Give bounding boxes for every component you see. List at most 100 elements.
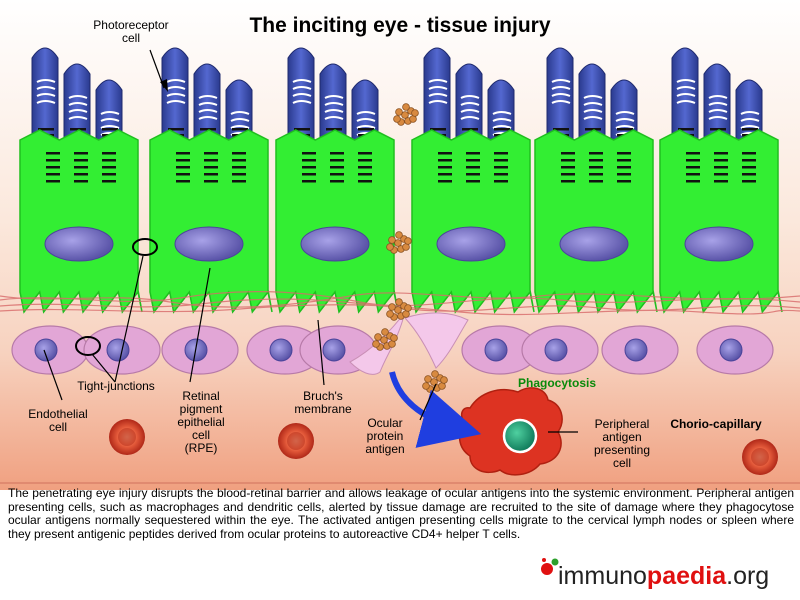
pigment-granule: [330, 173, 344, 176]
label-line: cell: [48, 420, 67, 434]
rpe-nucleus: [174, 226, 244, 262]
immunopaedia-logo-icon: [541, 558, 559, 575]
disc-stack: [166, 86, 186, 90]
disc-stack: [583, 102, 603, 106]
pigment-granule: [46, 180, 60, 183]
disc-stack: [68, 116, 88, 120]
antigen-bead: [388, 303, 396, 311]
tight-junction-circle-endothelial: [75, 336, 101, 356]
pigment-granule: [714, 166, 728, 169]
pigment-granule: [204, 173, 218, 176]
disc-stack: [166, 100, 186, 104]
disc-stack: [36, 93, 56, 97]
label-line: Peripheral: [594, 417, 650, 431]
label-line: Bruch's: [303, 389, 343, 403]
antigen-bead: [402, 103, 410, 111]
disc-stack: [198, 102, 218, 106]
label-line: epithelial: [177, 415, 225, 429]
rpe-nucleus: [684, 226, 754, 262]
rpe-cell: [659, 129, 783, 314]
pigment-granule: [742, 128, 758, 131]
pigment-granule: [302, 152, 316, 155]
phagocytosis-arrow: [389, 371, 482, 448]
disc-stack: [356, 125, 376, 129]
pigment-granule: [200, 128, 216, 131]
disc-stack: [36, 79, 56, 83]
antigen-bead: [395, 108, 403, 116]
pigment-granule: [466, 152, 480, 155]
pigment-granule: [302, 159, 316, 162]
rpe-cell: [411, 129, 535, 314]
pigment-granule: [438, 152, 452, 155]
antigen-bead: [394, 306, 402, 314]
pigment-granule: [678, 128, 694, 131]
retina-injury-diagram: [0, 0, 800, 490]
disc-stack: [36, 100, 56, 104]
disc-stack: [198, 116, 218, 120]
disc-stack: [583, 109, 603, 113]
disc-stack: [740, 111, 760, 115]
label-line: cell: [121, 31, 140, 45]
disc-stack: [676, 86, 696, 90]
disc-stack: [324, 116, 344, 120]
pigment-granule: [330, 166, 344, 169]
pigment-granule: [561, 166, 575, 169]
pigment-granule: [617, 152, 631, 155]
pigment-granule: [494, 128, 510, 131]
disc-stack: [460, 116, 480, 120]
antigen-bead: [401, 111, 409, 119]
disc-stack: [460, 95, 480, 99]
pigment-granule: [358, 166, 372, 169]
pigment-granule: [326, 128, 342, 131]
antigen-bead: [374, 333, 382, 341]
pigment-granule: [302, 166, 316, 169]
rpe-cell: [275, 129, 399, 314]
logo-part-paedia: paedia: [646, 562, 727, 590]
endothelial-nucleus: [544, 338, 568, 362]
disc-stack: [428, 86, 448, 90]
disc-stack: [166, 93, 186, 97]
pigment-granule: [46, 152, 60, 155]
pigment-granule: [358, 128, 374, 131]
pigment-granule: [686, 173, 700, 176]
pigment-granule: [585, 128, 601, 131]
logo-part-org: .org: [726, 562, 770, 590]
pigment-granule: [466, 173, 480, 176]
pigment-granule: [204, 159, 218, 162]
pigment-granule: [358, 173, 372, 176]
pigment-granule: [714, 152, 728, 155]
pigment-granule: [494, 166, 508, 169]
disc-stack: [356, 118, 376, 122]
pigment-granule: [561, 180, 575, 183]
endothelial-nucleus: [322, 338, 346, 362]
antigen-bead: [404, 304, 412, 312]
endothelial-nucleus: [269, 338, 293, 362]
label-line: antigen: [365, 442, 405, 456]
pigment-granule: [617, 173, 631, 176]
endothelial-nucleus: [719, 338, 743, 362]
rpe-nucleus: [436, 226, 506, 262]
pigment-granule: [46, 159, 60, 162]
pigment-granule: [38, 128, 54, 131]
antigen-bead: [404, 237, 412, 245]
disc-stack: [68, 109, 88, 113]
pigment-granule: [589, 159, 603, 162]
bruchs-membrane: [0, 290, 800, 316]
pigment-granule: [232, 180, 246, 183]
label-line: protein: [366, 429, 404, 443]
pigment-granule: [204, 166, 218, 169]
pigment-granule: [46, 173, 60, 176]
pigment-granule: [232, 128, 248, 131]
disc-stack: [230, 111, 250, 115]
disc-stack: [460, 102, 480, 106]
tight-junction-circle-rpe: [132, 238, 158, 256]
disc-stack: [100, 111, 120, 115]
antigen-bead: [390, 334, 398, 342]
disc-stack: [230, 118, 250, 122]
disc-stack: [551, 79, 571, 83]
pigment-granule: [553, 128, 569, 131]
disc-stack: [428, 79, 448, 83]
disc-stack: [708, 109, 728, 113]
antigen-cluster: [393, 103, 419, 126]
bruchs-membrane-label: Bruch's membrane: [288, 390, 358, 416]
